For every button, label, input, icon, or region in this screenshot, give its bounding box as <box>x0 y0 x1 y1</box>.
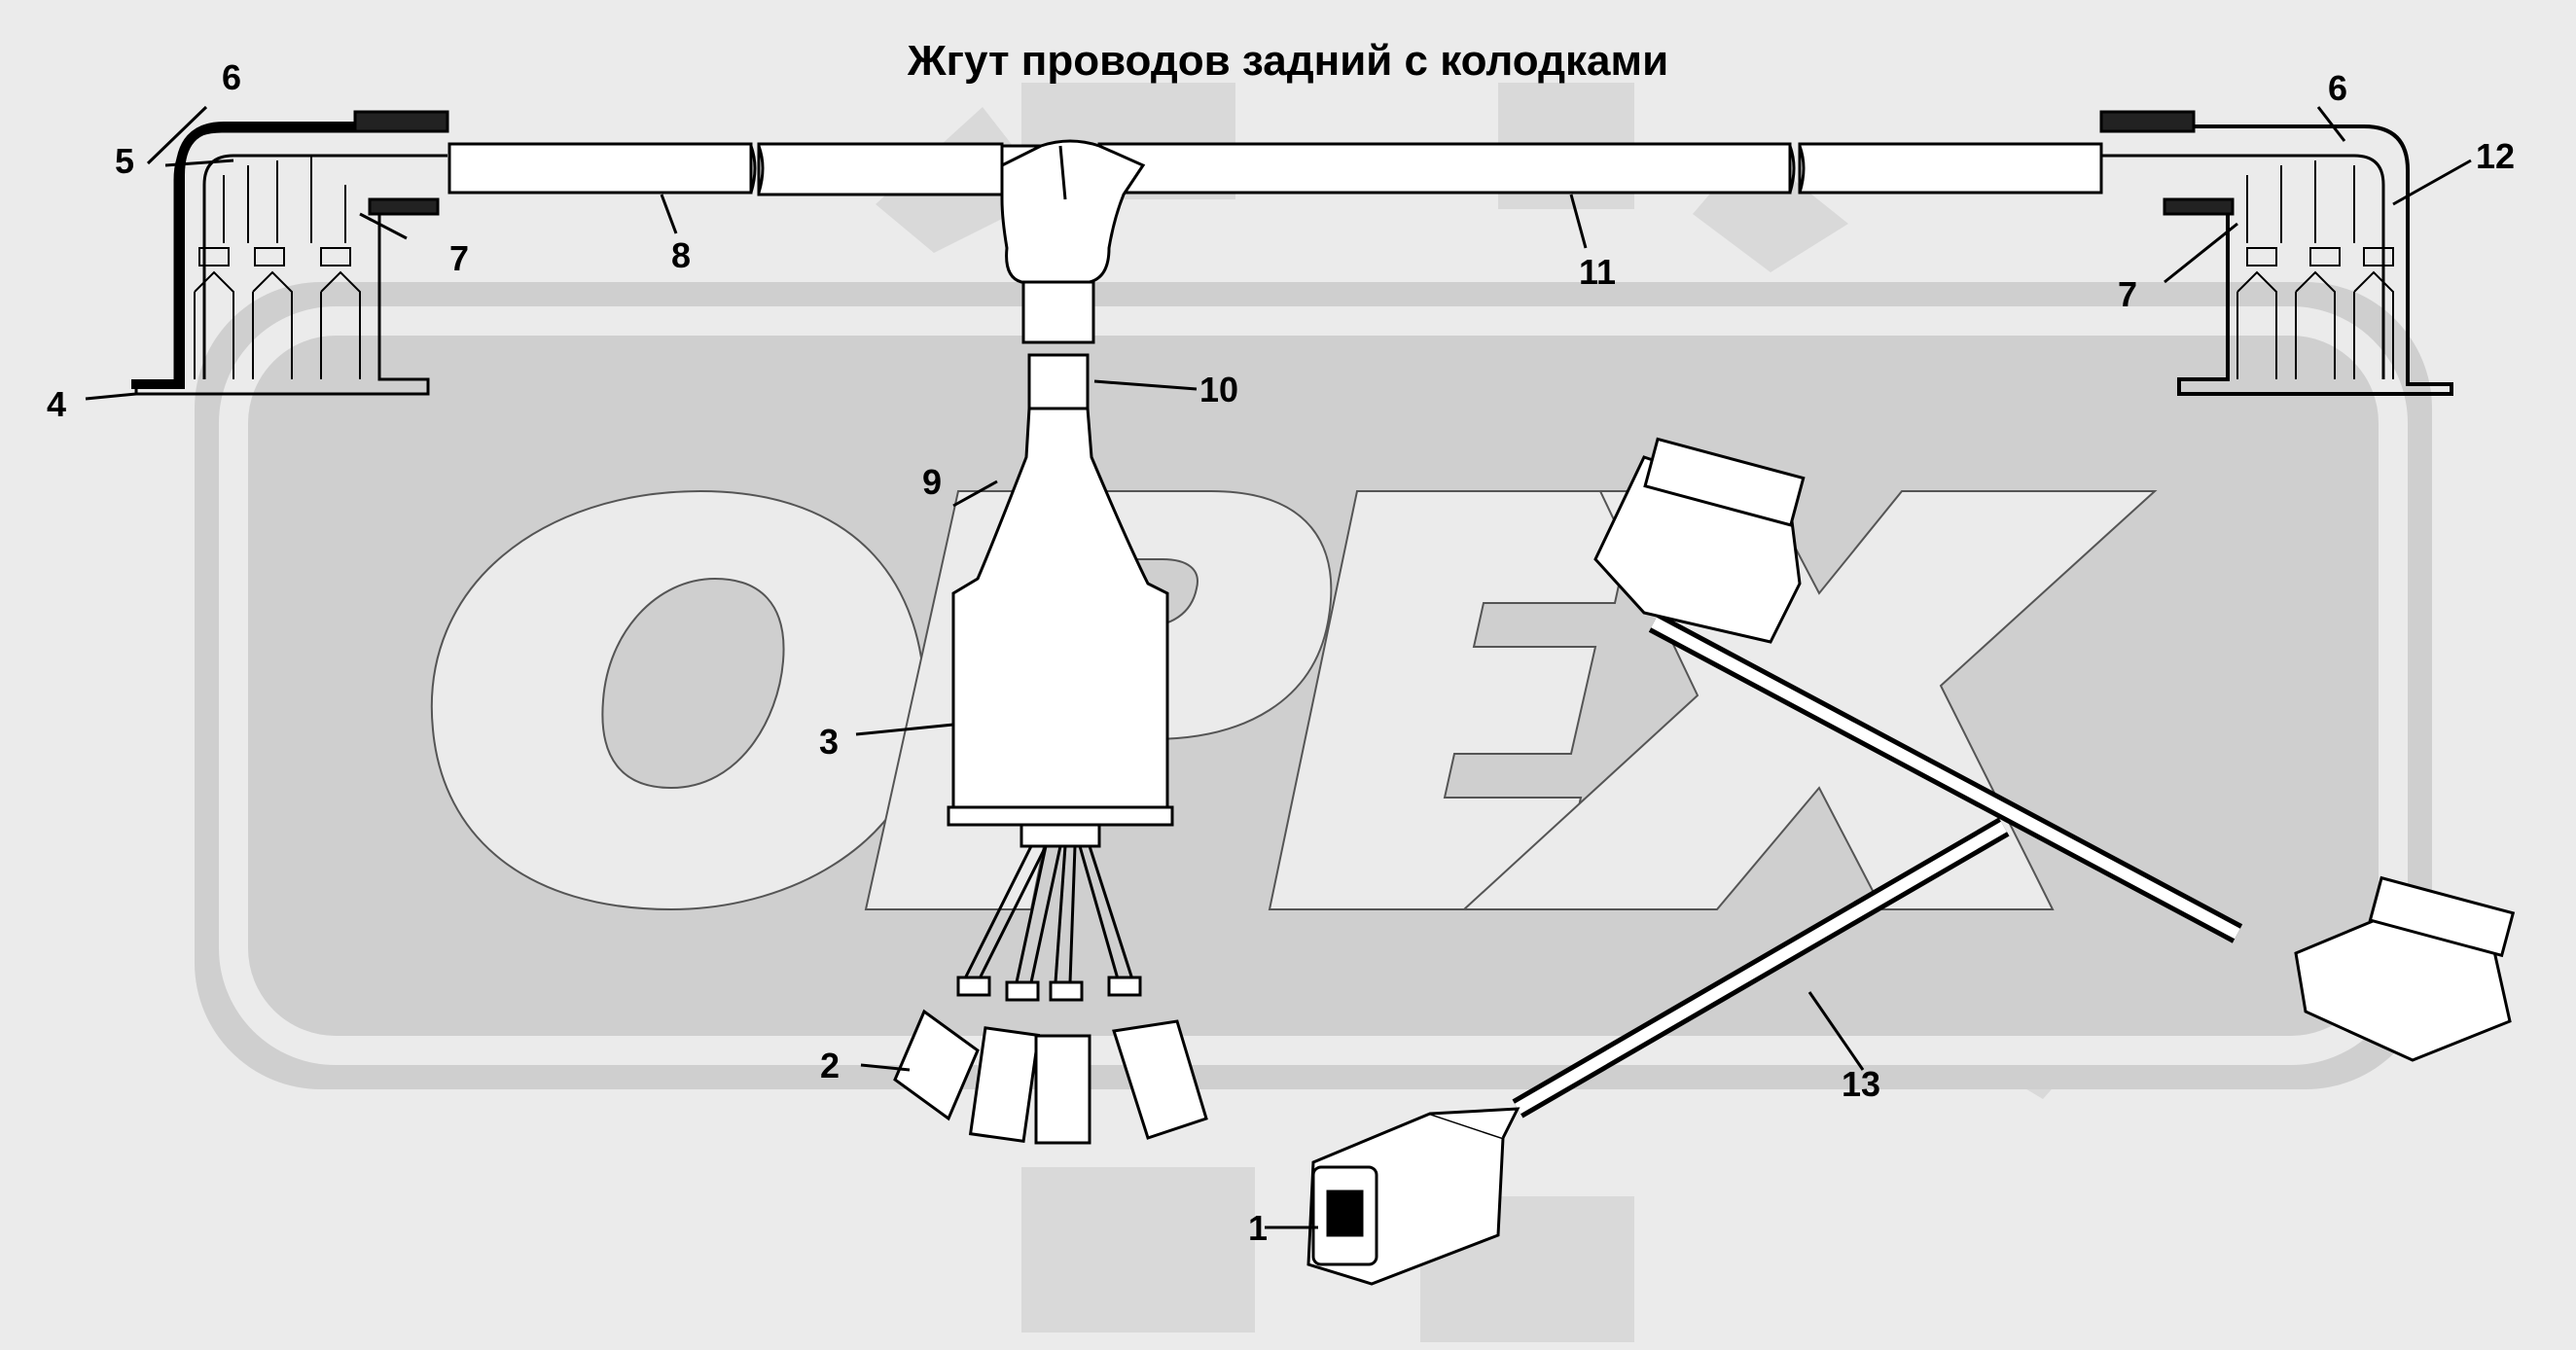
callout-12: 12 <box>2476 136 2516 176</box>
callout-5: 5 <box>115 141 135 181</box>
diagonal-harness <box>1306 437 2516 1286</box>
right-end-housing <box>2099 110 2453 396</box>
harness-trunk <box>447 139 2103 284</box>
callout-7-left: 7 <box>449 238 470 278</box>
callout-6-left: 6 <box>222 57 242 97</box>
callout-1: 1 <box>1248 1208 1269 1248</box>
callout-6-right: 6 <box>2328 68 2348 108</box>
left-end-housing <box>131 110 449 396</box>
callout-4: 4 <box>47 384 67 424</box>
callout-9: 9 <box>922 462 943 502</box>
break-marks <box>749 145 1806 194</box>
callout-3: 3 <box>819 722 840 762</box>
callout-11: 11 <box>1579 252 1617 292</box>
callout-7-right: 7 <box>2118 274 2138 314</box>
diagram-title: Жгут проводов задний с колодками <box>907 37 1669 85</box>
callout-8: 8 <box>671 235 692 275</box>
callout-13: 13 <box>1842 1064 1881 1104</box>
terminals-bottom <box>893 845 1208 1145</box>
harness-branch <box>947 280 1174 848</box>
callout-10: 10 <box>1199 370 1239 409</box>
callout-2: 2 <box>820 1046 841 1085</box>
